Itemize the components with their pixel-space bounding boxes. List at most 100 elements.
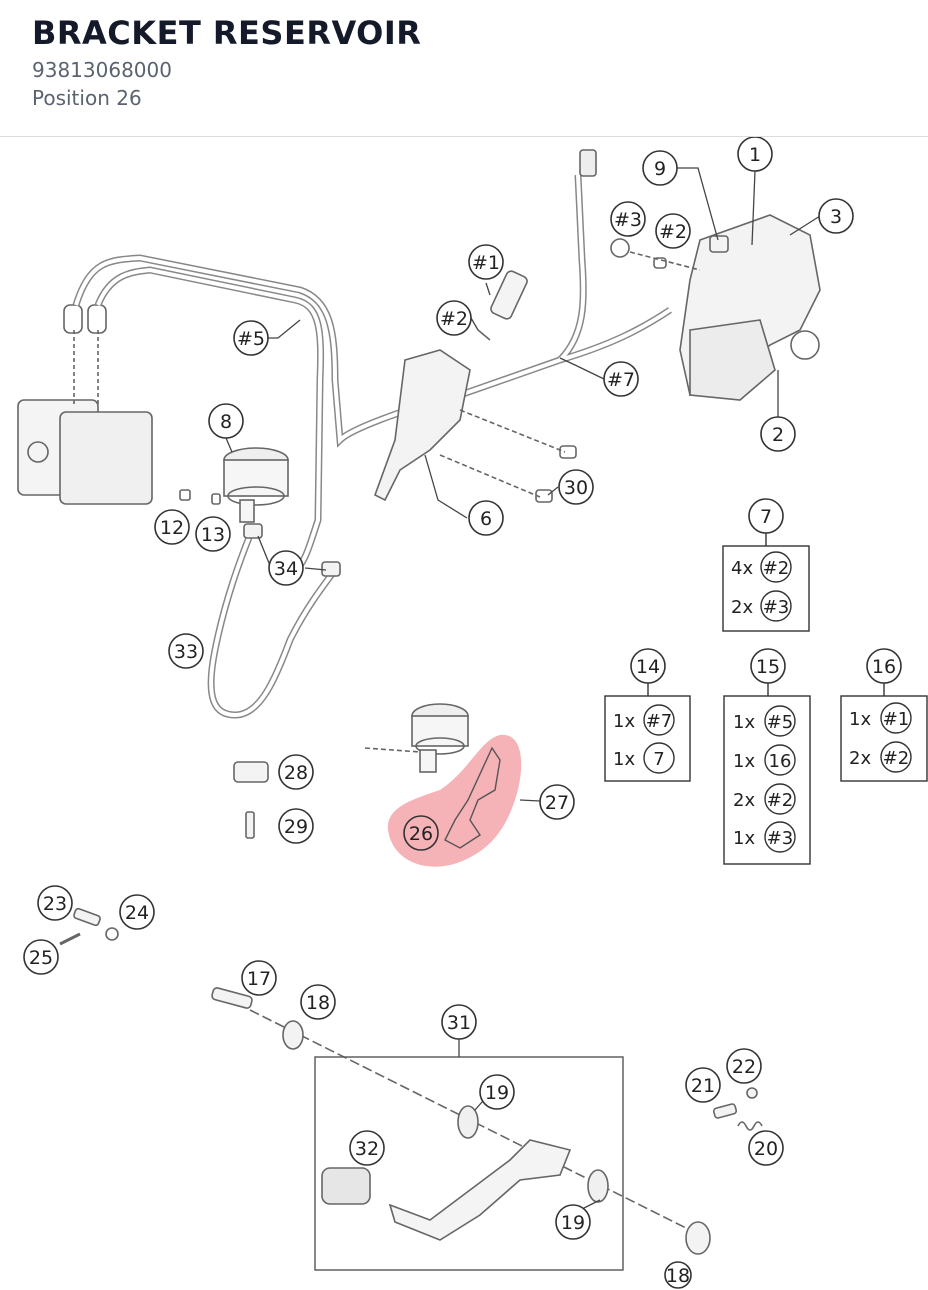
svg-text:13: 13 (201, 524, 225, 546)
kit-16[interactable]: 1x #1 2x #2 (840, 683, 928, 782)
svg-text:#3: #3 (767, 828, 794, 849)
svg-text:1x: 1x (613, 749, 635, 770)
callout-29[interactable]: 29 (278, 808, 314, 844)
header: BRACKET RESERVOIR 93813068000 Position 2… (0, 0, 928, 137)
callout-14[interactable]: 14 (630, 648, 666, 684)
svg-text:18: 18 (306, 992, 330, 1014)
svg-text:12: 12 (160, 517, 184, 539)
callout-3[interactable]: 3 (818, 198, 854, 234)
svg-text:1x: 1x (849, 709, 871, 730)
svg-text:3: 3 (830, 206, 842, 228)
callout-22[interactable]: 22 (726, 1048, 762, 1084)
svg-text:#2: #2 (763, 558, 790, 579)
callout-1[interactable]: 1 (737, 137, 773, 172)
callout-18[interactable]: 18 (664, 1261, 692, 1289)
svg-text:1x: 1x (733, 712, 755, 733)
svg-text:2: 2 (772, 424, 784, 446)
svg-text:#3: #3 (763, 597, 790, 618)
svg-text:31: 31 (447, 1012, 471, 1034)
callout-hash2[interactable]: #2 (655, 213, 691, 249)
svg-text:24: 24 (125, 902, 149, 924)
highlight-region[interactable] (387, 734, 522, 867)
svg-text:2x: 2x (733, 790, 755, 811)
svg-text:22: 22 (732, 1056, 756, 1078)
callout-13[interactable]: 13 (195, 516, 231, 552)
callouts: 1 9 3 #3 #2 #1 #2 #5 #7 2 8 30 6 12 13 3… (23, 137, 902, 1289)
svg-text:16: 16 (769, 751, 792, 772)
rear-reservoir-drawing (364, 703, 469, 773)
callout-12[interactable]: 12 (154, 509, 190, 545)
svg-text:#2: #2 (659, 221, 687, 243)
svg-text:19: 19 (561, 1212, 585, 1234)
kit-boxes: 4x #2 2x #3 1x #7 1x 7 1x #5 1x 16 2x #2… (604, 533, 928, 865)
svg-text:27: 27 (545, 792, 569, 814)
callout-hash1[interactable]: #1 (468, 244, 504, 280)
svg-text:23: 23 (43, 893, 67, 915)
svg-text:#1: #1 (883, 709, 910, 730)
svg-text:33: 33 (174, 641, 198, 663)
svg-text:2x: 2x (849, 748, 871, 769)
pedal-assembly-box (314, 1056, 624, 1271)
svg-text:4x: 4x (731, 558, 753, 579)
callout-7[interactable]: 7 (748, 498, 784, 534)
svg-text:14: 14 (636, 656, 660, 678)
callout-33[interactable]: 33 (168, 633, 204, 669)
svg-text:25: 25 (29, 947, 53, 969)
callout-9[interactable]: 9 (642, 150, 678, 186)
svg-text:1x: 1x (613, 711, 635, 732)
line-art (17, 149, 821, 1271)
svg-text:30: 30 (564, 477, 588, 499)
svg-text:7: 7 (653, 749, 664, 770)
callout-24[interactable]: 24 (119, 894, 155, 930)
callout-19[interactable]: 19 (479, 1074, 515, 1110)
callout-17[interactable]: 17 (241, 960, 277, 996)
callout-23[interactable]: 23 (37, 885, 73, 921)
callout-30[interactable]: 30 (558, 469, 594, 505)
callout-hash2[interactable]: #2 (436, 300, 472, 336)
callout-19[interactable]: 19 (555, 1204, 591, 1240)
callout-34[interactable]: 34 (268, 550, 304, 586)
brake-pedal-drawing (321, 1105, 609, 1241)
svg-text:21: 21 (691, 1075, 715, 1097)
page-title: BRACKET RESERVOIR (32, 14, 422, 52)
svg-text:29: 29 (284, 816, 308, 838)
exploded-parts-diagram: 1 9 3 #3 #2 #1 #2 #5 #7 2 8 30 6 12 13 3… (17, 137, 928, 1289)
svg-text:16: 16 (872, 656, 896, 678)
svg-text:#2: #2 (440, 308, 468, 330)
highlight-bracket-reservoir[interactable] (387, 734, 522, 867)
callout-6[interactable]: 6 (468, 500, 504, 536)
callout-25[interactable]: 25 (23, 939, 59, 975)
position-label: Position 26 (32, 86, 142, 110)
callout-31[interactable]: 31 (441, 1004, 477, 1040)
svg-text:8: 8 (220, 411, 232, 433)
svg-text:28: 28 (284, 762, 308, 784)
callout-21[interactable]: 21 (685, 1067, 721, 1103)
svg-text:20: 20 (754, 1138, 778, 1160)
callout-hash7[interactable]: #7 (603, 361, 639, 397)
kit-15[interactable]: 1x #5 1x 16 2x #2 1x #3 (723, 683, 811, 865)
kit-7[interactable]: 4x #2 2x #3 (722, 533, 810, 632)
svg-text:1x: 1x (733, 828, 755, 849)
svg-text:#2: #2 (767, 790, 794, 811)
callout-20[interactable]: 20 (748, 1130, 784, 1166)
callout-8[interactable]: 8 (208, 403, 244, 439)
callout-16[interactable]: 16 (866, 648, 902, 684)
callout-32[interactable]: 32 (349, 1130, 385, 1166)
callout-27[interactable]: 27 (539, 784, 575, 820)
callout-28[interactable]: 28 (278, 754, 314, 790)
svg-text:6: 6 (480, 508, 492, 530)
svg-text:1x: 1x (733, 751, 755, 772)
callout-26[interactable]: 26 (403, 815, 439, 851)
callout-2[interactable]: 2 (760, 416, 796, 452)
kit-14[interactable]: 1x #7 1x 7 (604, 683, 691, 782)
abs-unit-drawing (17, 304, 153, 505)
svg-text:#5: #5 (767, 712, 794, 733)
svg-text:17: 17 (247, 968, 271, 990)
callout-hash3[interactable]: #3 (610, 201, 646, 237)
callout-hash5[interactable]: #5 (233, 320, 269, 356)
callout-18[interactable]: 18 (300, 984, 336, 1020)
part-number: 93813068000 (32, 58, 172, 82)
callout-15[interactable]: 15 (750, 648, 786, 684)
reservoir-drawing (179, 447, 289, 523)
sensor-drawing (477, 270, 528, 341)
